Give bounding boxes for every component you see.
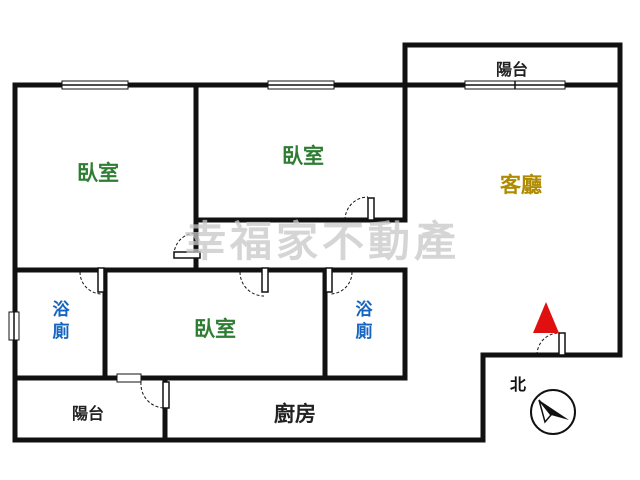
door-leaf xyxy=(367,197,375,221)
watermark: 幸福家不動產 xyxy=(184,217,460,266)
door-swing xyxy=(79,271,103,295)
room-label-balcony-bottom: 陽台 xyxy=(72,404,104,423)
north-label: 北 xyxy=(510,375,526,394)
room-label-line: 浴 xyxy=(356,299,374,320)
room-label-line: 浴 xyxy=(53,299,71,320)
exterior-walls xyxy=(12,42,623,443)
compass: 北 xyxy=(508,374,576,435)
exterior-wall xyxy=(12,42,623,443)
door-leaf xyxy=(325,267,333,293)
door-swing xyxy=(536,332,560,356)
room-label-line: 廁 xyxy=(53,321,70,342)
room-label-bedroom-left: 臥室 xyxy=(77,161,119,185)
doors xyxy=(79,196,566,409)
room-label-bedroom-center: 臥室 xyxy=(194,317,236,341)
compass-needle-tail-icon xyxy=(538,399,552,424)
door-leaf xyxy=(261,267,269,293)
door-swing xyxy=(173,232,197,256)
room-label-line: 廁 xyxy=(356,321,373,342)
door-swing xyxy=(239,271,265,297)
room-label-kitchen: 廚房 xyxy=(274,402,316,426)
compass-needle-icon xyxy=(539,400,569,420)
room-label-living-room: 客廳 xyxy=(500,173,542,197)
door-leaf xyxy=(97,267,105,293)
window xyxy=(116,373,142,383)
entrance-arrow-icon xyxy=(533,302,559,333)
room-label-bath-left: 浴廁 xyxy=(53,299,71,342)
door-swing xyxy=(344,196,369,221)
room-label-balcony-top: 陽台 xyxy=(496,60,528,79)
door-swing xyxy=(329,271,353,295)
door-swing xyxy=(140,381,166,409)
windows xyxy=(8,80,566,383)
room-label-bedroom-mid: 臥室 xyxy=(282,144,324,168)
door-leaf xyxy=(162,381,170,409)
room-label-bath-right: 浴廁 xyxy=(356,299,374,342)
door-leaf xyxy=(558,332,566,356)
